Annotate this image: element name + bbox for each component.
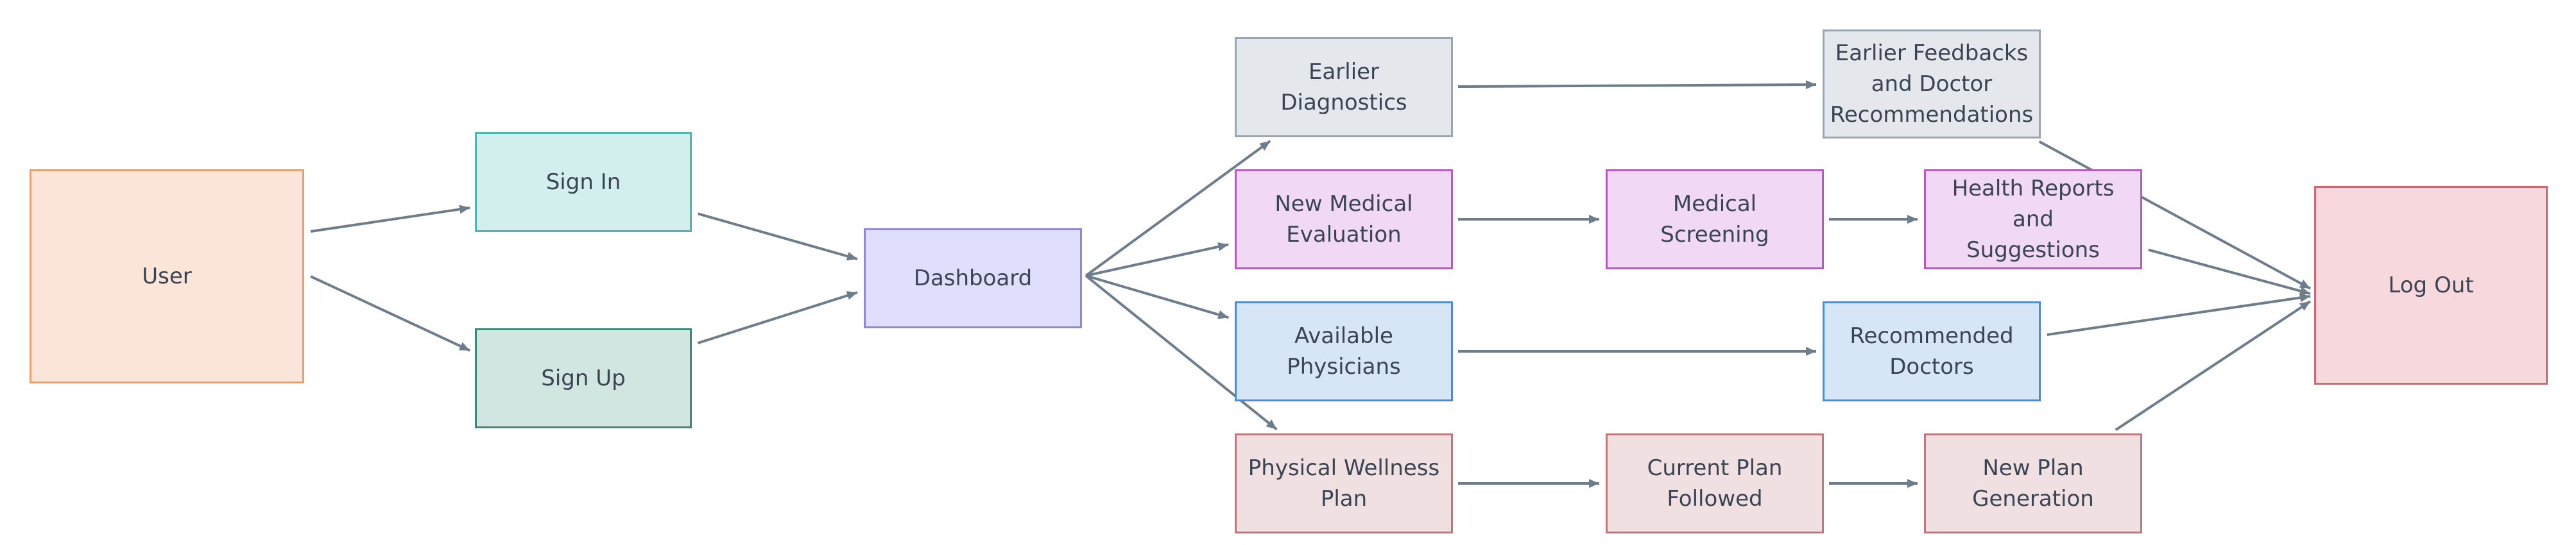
- edge-new_plan_generation-to-log_out: [2115, 300, 2312, 432]
- edge-dashboard-to-earlier_diagnostics: [1085, 140, 1271, 277]
- edge-sign_in-to-dashboard: [698, 212, 858, 260]
- edge-recommended_doctors-to-log_out: [2047, 295, 2311, 337]
- edge-user-to-sign_up: [310, 275, 471, 352]
- node-recommended-doctors: Recommended Doctors: [1823, 301, 2041, 401]
- node-user: User: [30, 169, 304, 383]
- node-label: Recommended Doctors: [1850, 323, 2014, 380]
- edge-earlier_feedbacks-to-log_out: [2038, 140, 2311, 290]
- node-label: User: [142, 264, 192, 289]
- arrowhead-earlier_diagnostics-to-earlier_feedbacks: [1805, 80, 1817, 90]
- edge-earlier_diagnostics-to-earlier_feedbacks: [1457, 83, 1817, 88]
- node-label: Log Out: [2388, 272, 2474, 298]
- arrowhead-new_plan_generation-to-log_out: [2299, 301, 2310, 311]
- node-earlier-diagnostics: Earlier Diagnostics: [1235, 37, 1453, 137]
- node-label: Dashboard: [913, 265, 1033, 291]
- node-label: Current Plan Followed: [1647, 455, 1783, 512]
- node-sign-up: Sign Up: [475, 328, 692, 428]
- node-sign-in: Sign In: [475, 132, 692, 232]
- node-label: Available Physicians: [1287, 323, 1401, 380]
- node-label: Earlier Diagnostics: [1280, 59, 1407, 115]
- arrowhead-dashboard-to-new_medical_evaluation: [1217, 242, 1229, 251]
- arrowhead-earlier_feedbacks-to-log_out: [2299, 280, 2310, 289]
- edge-user-to-sign_in: [310, 206, 470, 233]
- node-earlier-feedbacks: Earlier Feedbacks and Doctor Recommendat…: [1823, 29, 2041, 138]
- node-label: Sign In: [545, 169, 621, 195]
- arrowhead-health_reports-to-log_out: [2299, 287, 2310, 296]
- node-new-medical-evaluation: New Medical Evaluation: [1235, 169, 1453, 269]
- node-log-out: Log Out: [2314, 186, 2548, 385]
- edge-health_reports-to-log_out: [2148, 248, 2311, 295]
- node-health-reports: Health Reports and Suggestions: [1924, 169, 2142, 269]
- node-dashboard: Dashboard: [864, 228, 1082, 328]
- node-available-physicians: Available Physicians: [1235, 301, 1453, 401]
- edge-dashboard-to-new_medical_evaluation: [1085, 243, 1229, 277]
- node-label: New Medical Evaluation: [1275, 191, 1413, 247]
- arrowhead-user-to-sign_up: [458, 342, 470, 351]
- edge-dashboard-to-available_physicians: [1085, 274, 1229, 319]
- arrowhead-medical_screening-to-health_reports: [1907, 215, 1918, 224]
- node-medical-screening: Medical Screening: [1606, 169, 1824, 269]
- node-physical-wellness-plan: Physical Wellness Plan: [1235, 433, 1453, 533]
- edge-layer: [310, 80, 2312, 488]
- arrowhead-current_plan_followed-to-new_plan_generation: [1907, 479, 1918, 488]
- arrowhead-new_medical_evaluation-to-medical_screening: [1589, 215, 1599, 224]
- node-label: Earlier Feedbacks and Doctor Recommendat…: [1830, 40, 2034, 128]
- arrowhead-dashboard-to-physical_wellness_plan: [1266, 419, 1277, 430]
- arrowhead-sign_in-to-dashboard: [846, 251, 857, 261]
- edge-dashboard-to-physical_wellness_plan: [1085, 274, 1278, 431]
- node-label: New Plan Generation: [1972, 455, 2094, 512]
- arrowhead-physical_wellness_plan-to-current_plan_followed: [1589, 479, 1599, 488]
- arrowhead-sign_up-to-dashboard: [846, 291, 857, 300]
- arrowhead-dashboard-to-earlier_diagnostics: [1259, 140, 1271, 151]
- node-label: Sign Up: [541, 365, 626, 391]
- edge-sign_up-to-dashboard: [697, 291, 858, 344]
- node-label: Physical Wellness Plan: [1248, 455, 1440, 512]
- node-label: Health Reports and Suggestions: [1952, 176, 2115, 263]
- node-new-plan-generation: New Plan Generation: [1924, 433, 2142, 533]
- arrowhead-user-to-sign_in: [459, 205, 470, 214]
- arrowhead-dashboard-to-available_physicians: [1217, 310, 1229, 319]
- arrowhead-available_physicians-to-recommended_doctors: [1806, 347, 1816, 356]
- node-label: Medical Screening: [1660, 191, 1769, 247]
- arrowhead-recommended_doctors-to-log_out: [2299, 293, 2310, 303]
- node-current-plan-followed: Current Plan Followed: [1606, 433, 1824, 533]
